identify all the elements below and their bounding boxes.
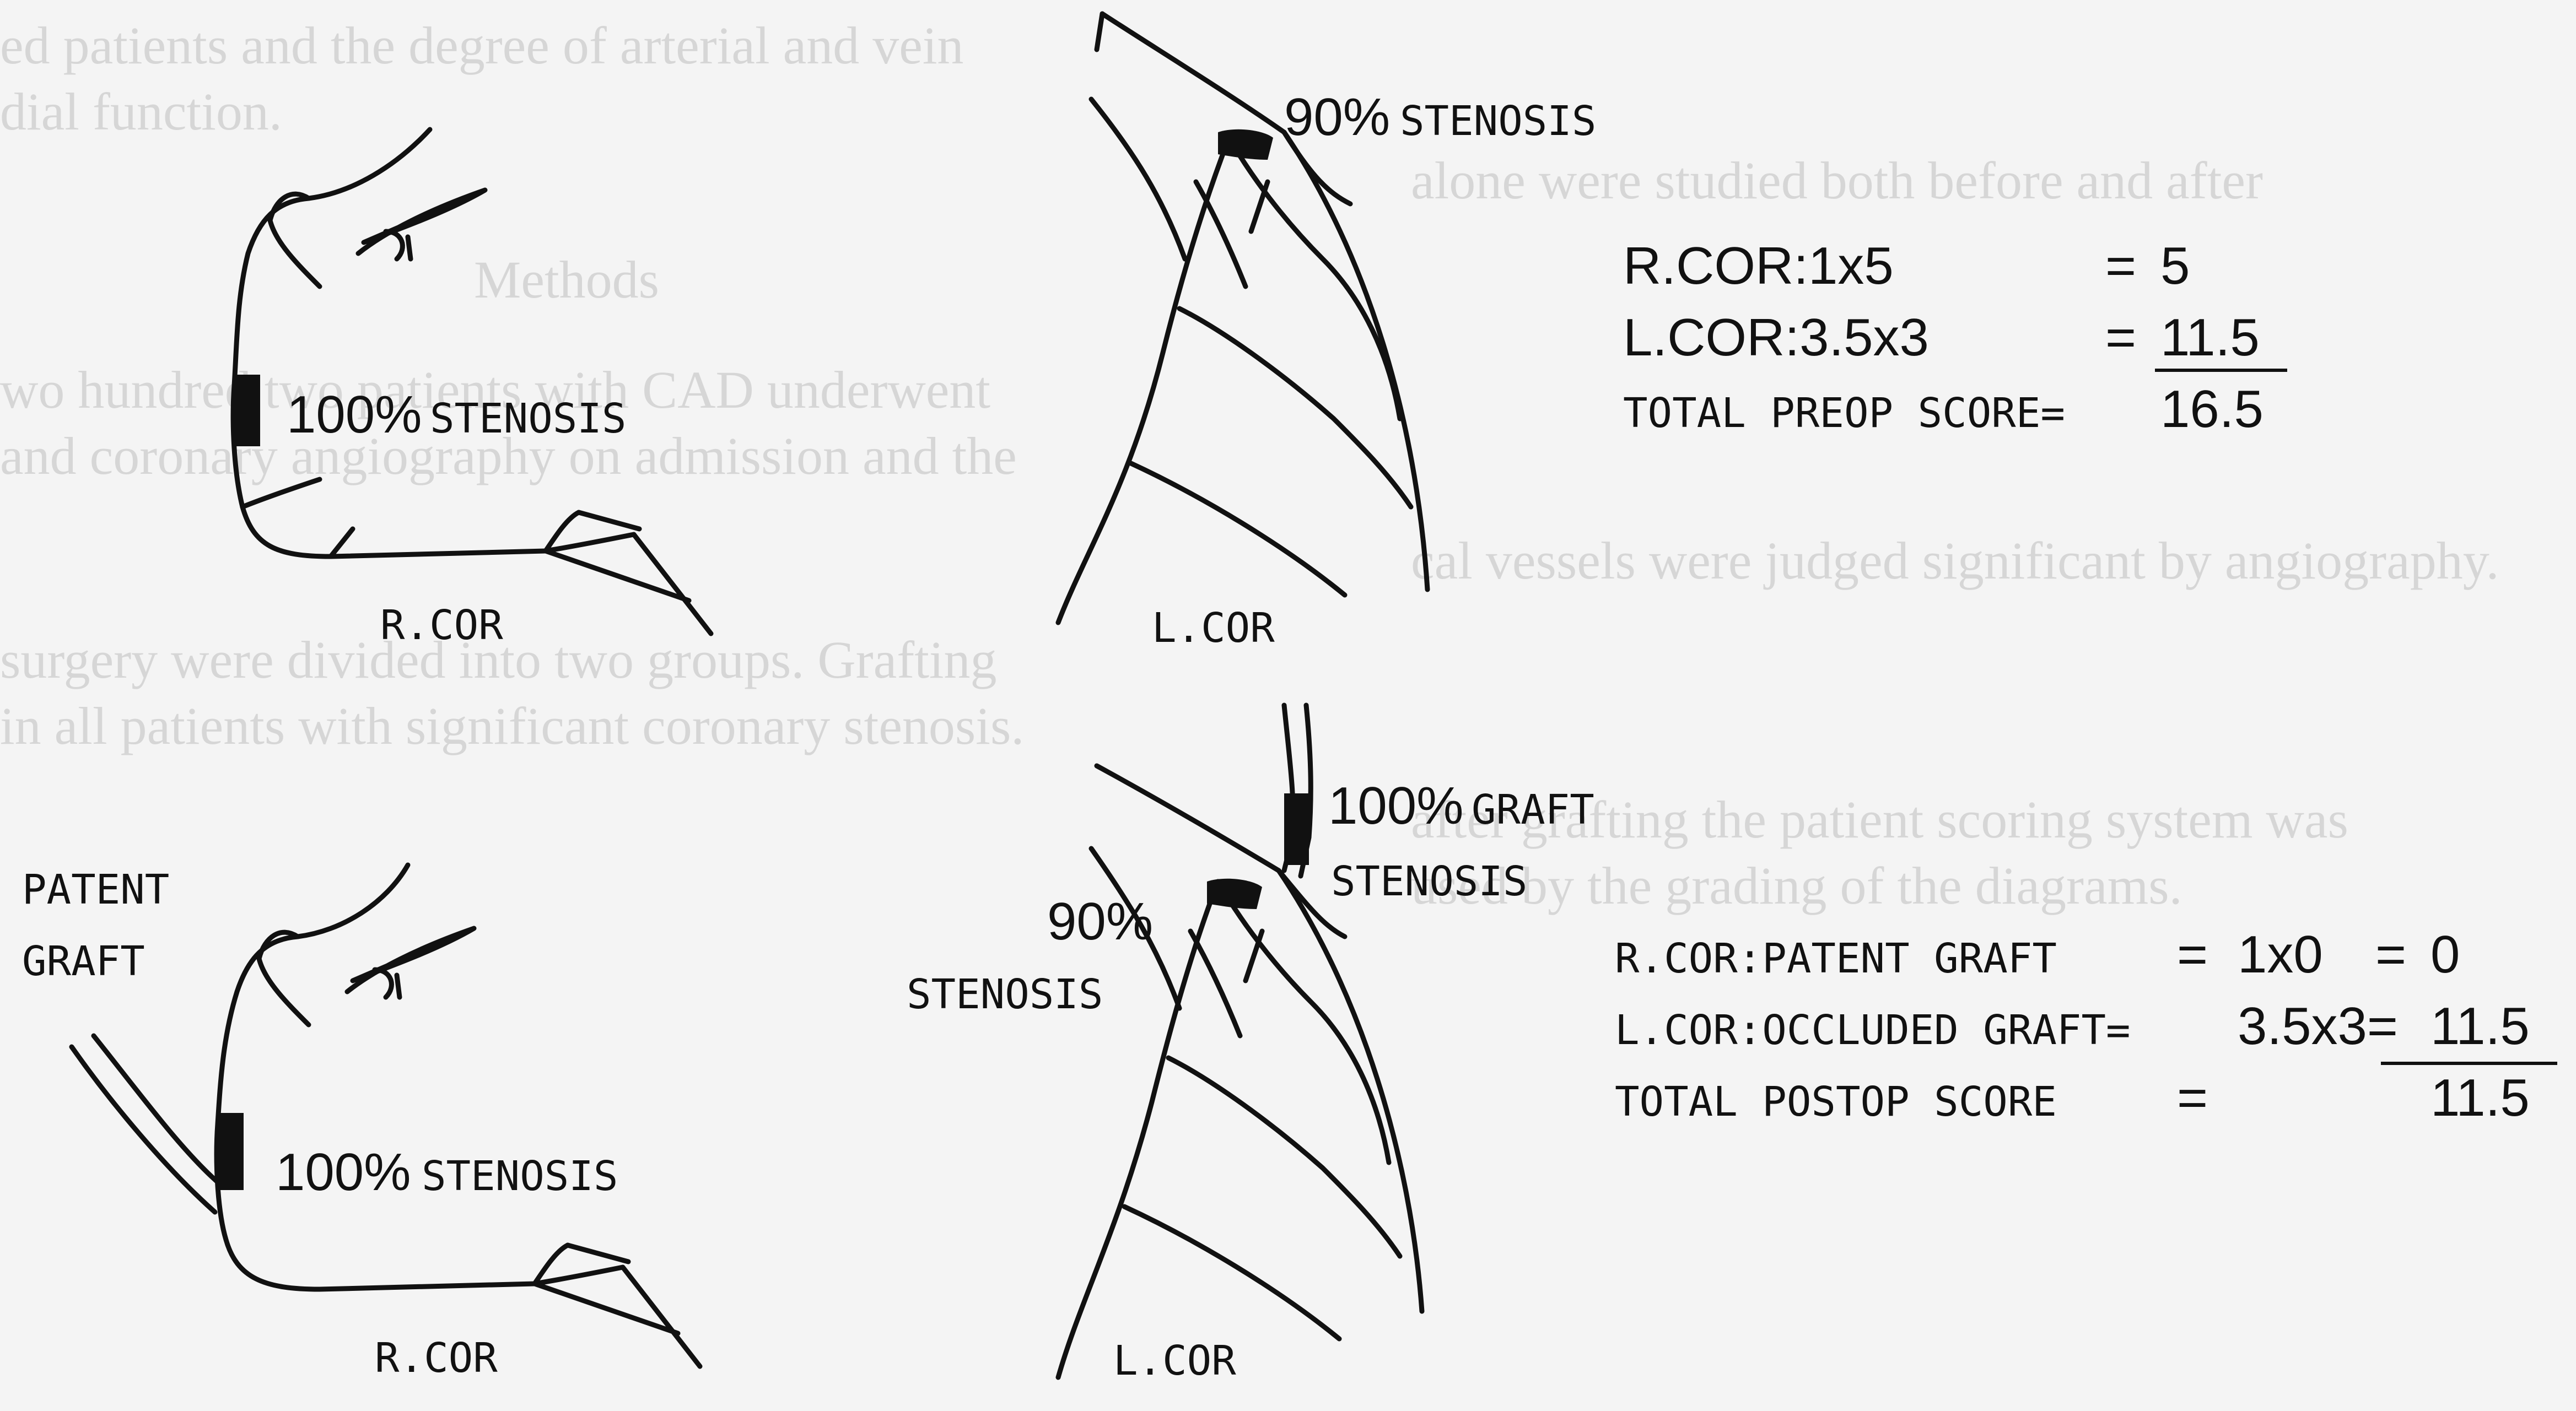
postop-lcor-name: L.COR [1113,1337,1236,1385]
postop-score-line1-value: 0 [2431,925,2460,984]
bleed-line-9: cal vessels were judged significant by a… [1411,531,2499,590]
preop-lcor-occlusion [1218,129,1273,160]
bleed-line-1: ed patients and the degree of arterial a… [0,16,964,75]
preop-lcor-stenosis-pct: 90% [1284,88,1390,147]
bleed-line-3: Methods [474,250,659,309]
preop-lcor-stenosis-word: STENOSIS [1400,98,1596,145]
preop-score-total-label: TOTAL PREOP SCORE= [1623,390,2065,437]
postop-patent-graft-line2: GRAFT [22,938,145,985]
preop-lcor-name: L.COR [1152,604,1275,652]
preop-score-line2-eq: = [2105,308,2136,367]
preop-score-line2-label: L.COR:3.5x3 [1623,308,1929,367]
postop-rcor-occlusion [217,1113,244,1190]
preop-score-table: R.COR:1x5 = 5 L.COR:3.5x3 = 11.5 TOTAL P… [1623,236,2287,439]
postop-score-total-eq: = [2177,1068,2208,1127]
preop-score-line2-value: 11.5 [2160,308,2260,367]
preop-score-line1-eq: = [2105,236,2136,295]
postop-score-line1-eq: = [2177,925,2208,984]
postop-patent-graft-line1: PATENT [22,866,169,913]
preop-rcor-occlusion [234,375,260,446]
postop-score-line2-value: 11.5 [2431,997,2530,1056]
postop-score-line1-eq2: = [2375,925,2406,984]
postop-score-line1-label: R.COR:PATENT GRAFT [1615,935,2057,982]
postop-score-total-label: TOTAL POSTOP SCORE [1615,1078,2057,1126]
postop-left-coronary-diagram: 100% GRAFT STENOSIS 90% STENOSIS L.COR [907,705,1594,1385]
bleed-line-2: dial function. [0,82,282,141]
preop-rcor-stenosis-pct: 100% [287,385,422,444]
preop-rcor-stenosis-word: STENOSIS [430,395,626,442]
postop-lcor-occlusion [1207,879,1262,909]
postop-lcor-graft-word: GRAFT [1472,786,1594,834]
postop-score-total-value: 11.5 [2431,1068,2530,1127]
postop-rcor-stenosis-word: STENOSIS [422,1153,618,1200]
postop-right-coronary-diagram: PATENT GRAFT 100% STENOSIS R.COR [22,865,700,1382]
preop-score-line1-value: 5 [2160,236,2190,295]
preop-score-total-value: 16.5 [2160,380,2264,439]
postop-score-line2-label: L.COR:OCCLUDED GRAFT= [1615,1007,2131,1054]
postop-rcor-name: R.COR [375,1334,498,1382]
postop-lcor-stenosis-word: STENOSIS [907,971,1103,1018]
postop-score-line2-calc: 3.5x3= [2238,997,2398,1056]
postop-score-line1-calc: 1x0 [2238,925,2323,984]
preop-rcor-name: R.COR [380,602,503,649]
postop-lcor-graft-pct: 100% [1328,776,1464,835]
postop-lcor-graft-occlusion [1284,793,1309,865]
postop-lcor-stenosis-pct: 90% [1047,892,1153,951]
bleed-line-8: alone were studied both before and after [1411,151,2263,210]
preop-score-line1-label: R.COR:1x5 [1623,236,1894,295]
postop-score-table: R.COR:PATENT GRAFT = 1x0 = 0 L.COR:OCCLU… [1615,925,2557,1127]
postop-lcor-graft-word2: STENOSIS [1331,858,1527,905]
postop-rcor-stenosis-pct: 100% [276,1143,411,1202]
bleed-line-7: in all patients with significant coronar… [0,696,1024,755]
